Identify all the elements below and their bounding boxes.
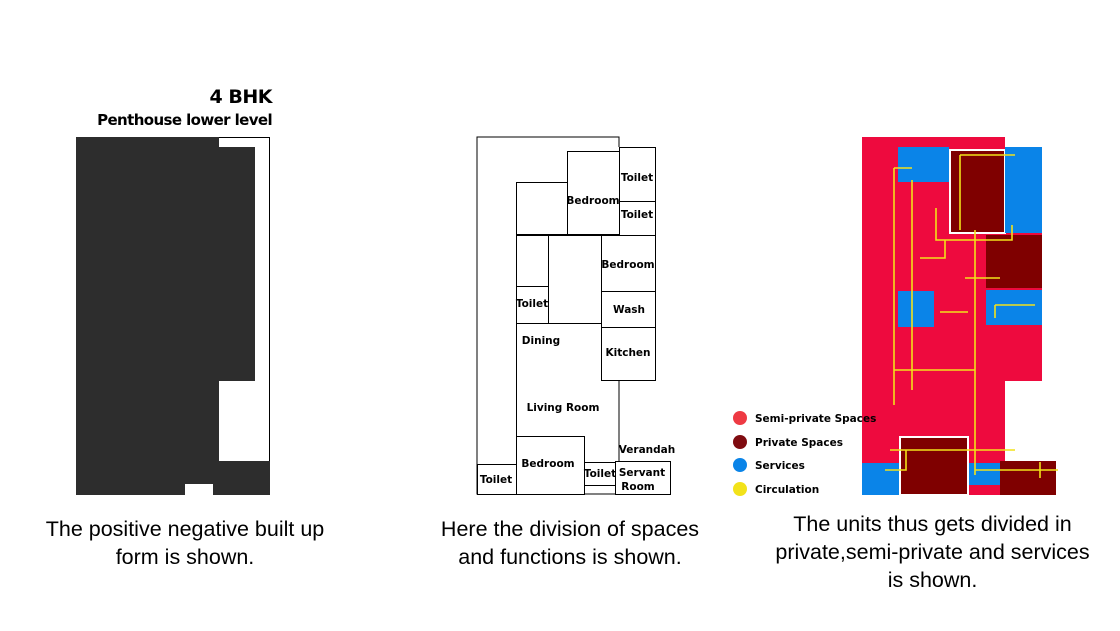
label-toilet-top2: Toilet — [621, 209, 653, 221]
caption-zoning: The units thus gets divided in private,s… — [775, 512, 1090, 592]
label-wash: Wash — [613, 304, 645, 316]
legend-label-private: Private Spaces — [755, 437, 843, 449]
circulation-lines — [885, 154, 1058, 478]
label-dining: Dining — [522, 335, 560, 347]
room-toilet-mid — [516, 286, 549, 324]
legend-swatch-semi-private — [733, 411, 747, 425]
zone-service-2 — [1005, 147, 1042, 233]
room-bedroom-top — [567, 151, 620, 235]
zone-private-2 — [986, 235, 1042, 288]
zone-service-5 — [862, 463, 899, 495]
caption-figure-ground: The positive negative built up form is s… — [45, 517, 325, 569]
label-servant-room-1: Servant — [619, 467, 665, 479]
label-kitchen: Kitchen — [605, 347, 650, 359]
legend-label-services: Services — [755, 460, 805, 472]
room-toilet-bottom-left — [477, 464, 517, 495]
room-block-top-left — [516, 182, 568, 235]
zone-service-6 — [969, 463, 1000, 485]
zone-private-3 — [899, 436, 969, 496]
label-bedroom-right: Bedroom — [601, 259, 654, 271]
legend-label-circulation: Circulation — [755, 484, 819, 496]
room-toilet-top2 — [619, 201, 656, 236]
label-living-room: Living Room — [527, 402, 600, 414]
room-servant — [615, 461, 671, 495]
label-bedroom-top: Bedroom — [566, 195, 619, 207]
caption-room-layout: Here the division of spaces and function… — [440, 517, 700, 569]
label-toilet-bottom-left: Toilet — [480, 474, 512, 486]
label-toilet-top1: Toilet — [621, 172, 653, 184]
label-toilet-mid: Toilet — [516, 298, 548, 310]
legend-label-semi-private: Semi-private Spaces — [755, 413, 876, 425]
label-servant-room-2: Room — [621, 481, 655, 493]
zone-private-4 — [1000, 461, 1056, 495]
zone-private-1 — [949, 149, 1006, 234]
plan-title: 4 BHK — [209, 86, 273, 108]
plan-subtitle: Penthouse lower level — [97, 111, 273, 129]
entry-opening — [185, 484, 213, 495]
legend-swatch-private — [733, 435, 747, 449]
room-bedroom-right — [601, 235, 656, 292]
zone-service-1 — [898, 147, 949, 182]
room-kitchen — [601, 327, 656, 381]
built-mass — [76, 137, 270, 495]
legend-swatch-circulation — [733, 482, 747, 496]
label-verandah: Verandah — [619, 444, 676, 456]
legend-swatch-services — [733, 458, 747, 472]
room-bedroom-bottom — [516, 436, 585, 495]
label-bedroom-bottom: Bedroom — [521, 458, 574, 470]
zone-service-3 — [898, 291, 934, 327]
label-toilet-bottom-mid: Toilet — [584, 468, 616, 480]
